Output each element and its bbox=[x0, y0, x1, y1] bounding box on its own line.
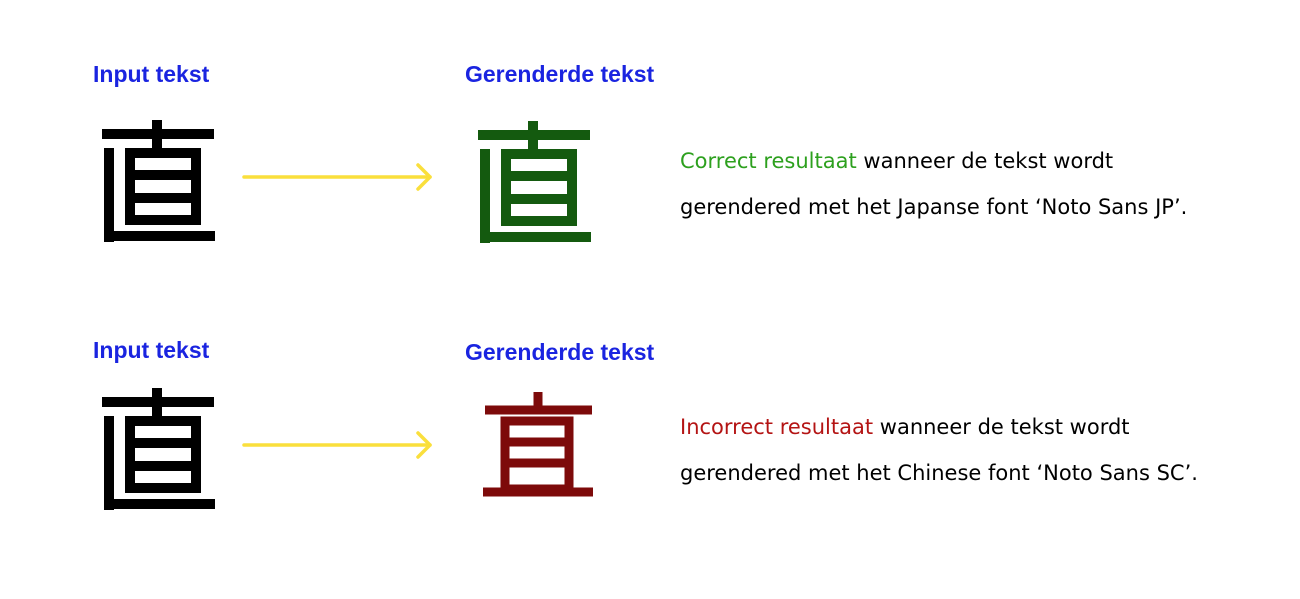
result-label: Incorrect resultaat bbox=[680, 415, 874, 439]
result-line-1: Correct resultaat wanneer de tekst wordt bbox=[680, 138, 1187, 184]
kanji-choku-japanese-form-icon bbox=[470, 118, 600, 248]
result-line-2: gerendered met het Japanse font ‘Noto Sa… bbox=[680, 195, 1188, 219]
result-line-2: gerendered met het Chinese font ‘Noto Sa… bbox=[680, 461, 1198, 485]
kanji-choku-japanese-form-icon bbox=[94, 385, 224, 515]
result-description: Incorrect resultaat wanneer de tekst wor… bbox=[680, 404, 1198, 496]
result-description: Correct resultaat wanneer de tekst wordt… bbox=[680, 138, 1187, 230]
kanji-choku-japanese-form-icon bbox=[94, 117, 224, 247]
right-arrow-icon bbox=[240, 430, 440, 460]
result-label: Correct resultaat bbox=[680, 149, 857, 173]
output-heading: Gerenderde tekst bbox=[465, 339, 655, 365]
result-line-1-rest: wanneer de tekst wordt bbox=[856, 149, 1114, 173]
input-heading: Input tekst bbox=[93, 61, 210, 87]
kanji-choku-chinese-form-icon bbox=[475, 388, 605, 518]
result-line-1-rest: wanneer de tekst wordt bbox=[873, 415, 1130, 439]
input-heading: Input tekst bbox=[93, 337, 210, 363]
output-heading: Gerenderde tekst bbox=[465, 61, 655, 87]
right-arrow-icon bbox=[240, 162, 440, 192]
result-line-1: Incorrect resultaat wanneer de tekst wor… bbox=[680, 404, 1198, 450]
